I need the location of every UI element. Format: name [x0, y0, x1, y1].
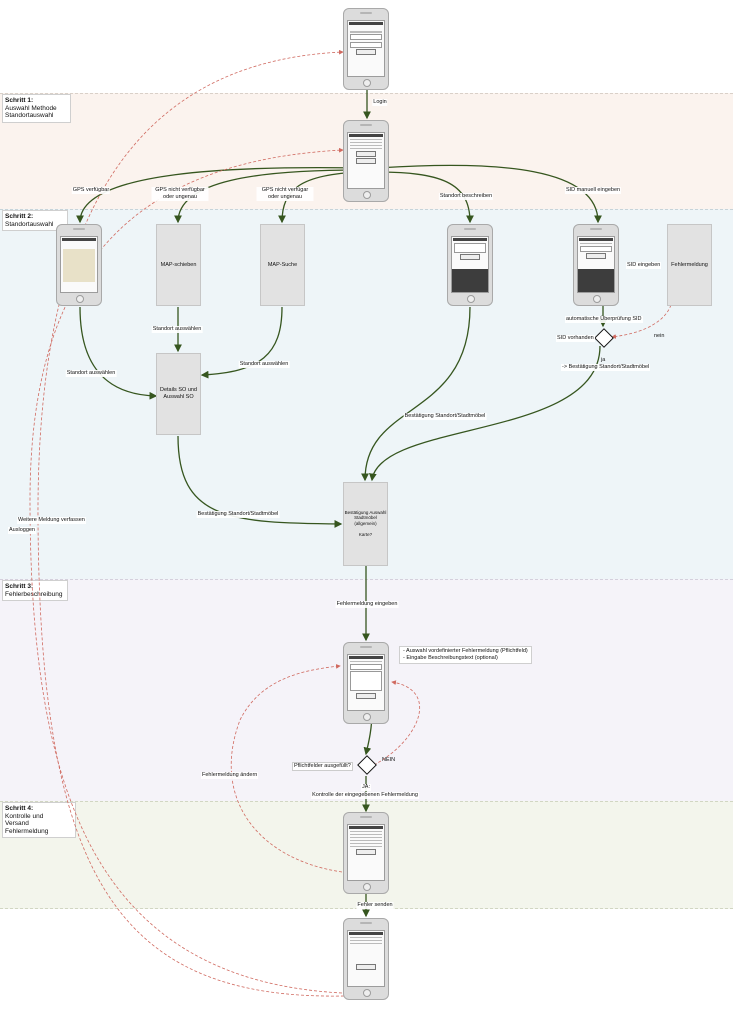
label-weitere-meldung: Weitere Meldung verfassen: [17, 517, 86, 524]
speaker: [590, 228, 602, 230]
box-map-schieben: MAP-schieben: [156, 224, 201, 306]
label-bestaetigung-small: -> Bestätigung Standort/Stadtmöbel: [561, 364, 651, 371]
methode-screen: [347, 132, 385, 189]
label-sid-vorhanden: SID vorhanden: [556, 335, 595, 342]
phone-sid: [573, 224, 619, 306]
home-button[interactable]: [363, 191, 371, 199]
box-bestaetigung: Bestätigung Auswahl Stadtmöbel (allgemei…: [343, 482, 388, 566]
speaker: [360, 12, 372, 14]
label-ja-small: ja: [601, 357, 606, 363]
label-standort-auswaehlen-b: Standort auswählen: [65, 370, 117, 377]
label-sid-manuell: SID manuell eingeben: [564, 187, 622, 194]
home-button[interactable]: [593, 295, 601, 303]
speaker: [360, 816, 372, 818]
home-button[interactable]: [363, 989, 371, 997]
label-pflichtfelder: Pflichtfelder ausgefüllt?: [292, 762, 353, 771]
label-gps-not1: GPS nicht verfügbar oder ungenau: [151, 187, 209, 201]
note-line-2: - Eingabe Beschreibungstext (optional): [403, 655, 498, 661]
phone-beschreiben: [447, 224, 493, 306]
label-standort-beschreiben: Standort beschreiben: [438, 193, 494, 200]
sid-screen: [577, 236, 615, 293]
gesendet-screen: [347, 930, 385, 987]
fehler-screen: [347, 654, 385, 711]
phone-gesendet: [343, 918, 389, 1000]
speaker: [360, 646, 372, 648]
keyboard: [452, 268, 488, 292]
label-gps-not2: GPS nicht verfügar oder ungenau: [256, 187, 314, 201]
phone-fehlerbeschreibung: [343, 642, 389, 724]
home-button[interactable]: [363, 79, 371, 87]
home-button[interactable]: [76, 295, 84, 303]
step1-label: Schritt 1:Auswahl Methode Standortauswah…: [2, 94, 71, 123]
label-nein: NEIN: [382, 757, 396, 763]
note-fehlerbeschreibung: - Auswahl vordefinierter Fehlermeldung (…: [399, 646, 532, 664]
beschreiben-screen: [451, 236, 489, 293]
gps-map-screen: [60, 236, 98, 293]
step4-label: Schritt 4:Kontrolle und Versand Fehlerme…: [2, 802, 76, 838]
label-gps-ok: GPS verfügbar: [71, 187, 111, 194]
label-fehlermeldung-eingeben: Fehlermeldung eingeben: [335, 601, 399, 608]
home-button[interactable]: [363, 883, 371, 891]
label-login: Login: [372, 99, 388, 106]
label-ausloggen: Ausloggen: [8, 527, 36, 534]
box-details: Details SO und Auswahl SO: [156, 353, 201, 435]
step3-label: Schritt 3:Fehlerbeschreibung: [2, 580, 68, 601]
label-nein-small: nein: [654, 333, 665, 339]
kontrolle-screen: [347, 824, 385, 881]
speaker: [464, 228, 476, 230]
phone-gps-map: [56, 224, 102, 306]
label-bestaetigung-b: Bestätigung Standort/Stadtmöbel: [196, 511, 280, 518]
phone-methode: [343, 120, 389, 202]
login-screen: [347, 20, 385, 77]
map-thumbnail: [63, 249, 95, 282]
bestaetigung-text: Bestätigung Auswahl Stadtmöbel (allgemei…: [344, 509, 387, 526]
label-ja: JA:: [361, 784, 371, 791]
speaker: [73, 228, 85, 230]
note-line-1: - Auswahl vordefinierter Fehlermeldung (…: [403, 648, 528, 654]
home-button[interactable]: [363, 713, 371, 721]
label-kontrolle: Kontrolle der eingegebenen Fehlermeldung: [311, 792, 419, 799]
speaker: [360, 922, 372, 924]
home-button[interactable]: [467, 295, 475, 303]
keyboard: [578, 268, 614, 292]
label-auto-pruefung: automatische Überprüfung SID: [565, 316, 643, 323]
box-fehlermeldung: Fehlermeldung: [667, 224, 712, 306]
label-fehlermeldung-aendern: Fehlermeldung ändern: [201, 772, 259, 779]
box-map-suche: MAP-Suche: [260, 224, 305, 306]
label-fehler-senden: Fehler senden: [356, 902, 394, 909]
label-sid-eingeben: SID eingeben: [626, 262, 662, 269]
label-standort-auswaehlen-c: Standort auswählen: [238, 361, 290, 368]
phone-login: [343, 8, 389, 90]
speaker: [360, 124, 372, 126]
label-standort-auswaehlen-a: Standort auswählen: [151, 326, 203, 333]
bestaetigung-karte: Karte?: [358, 532, 373, 538]
label-bestaetigung-a: Bestätigung Standort/Stadtmöbel: [403, 413, 487, 420]
phone-kontrolle: [343, 812, 389, 894]
